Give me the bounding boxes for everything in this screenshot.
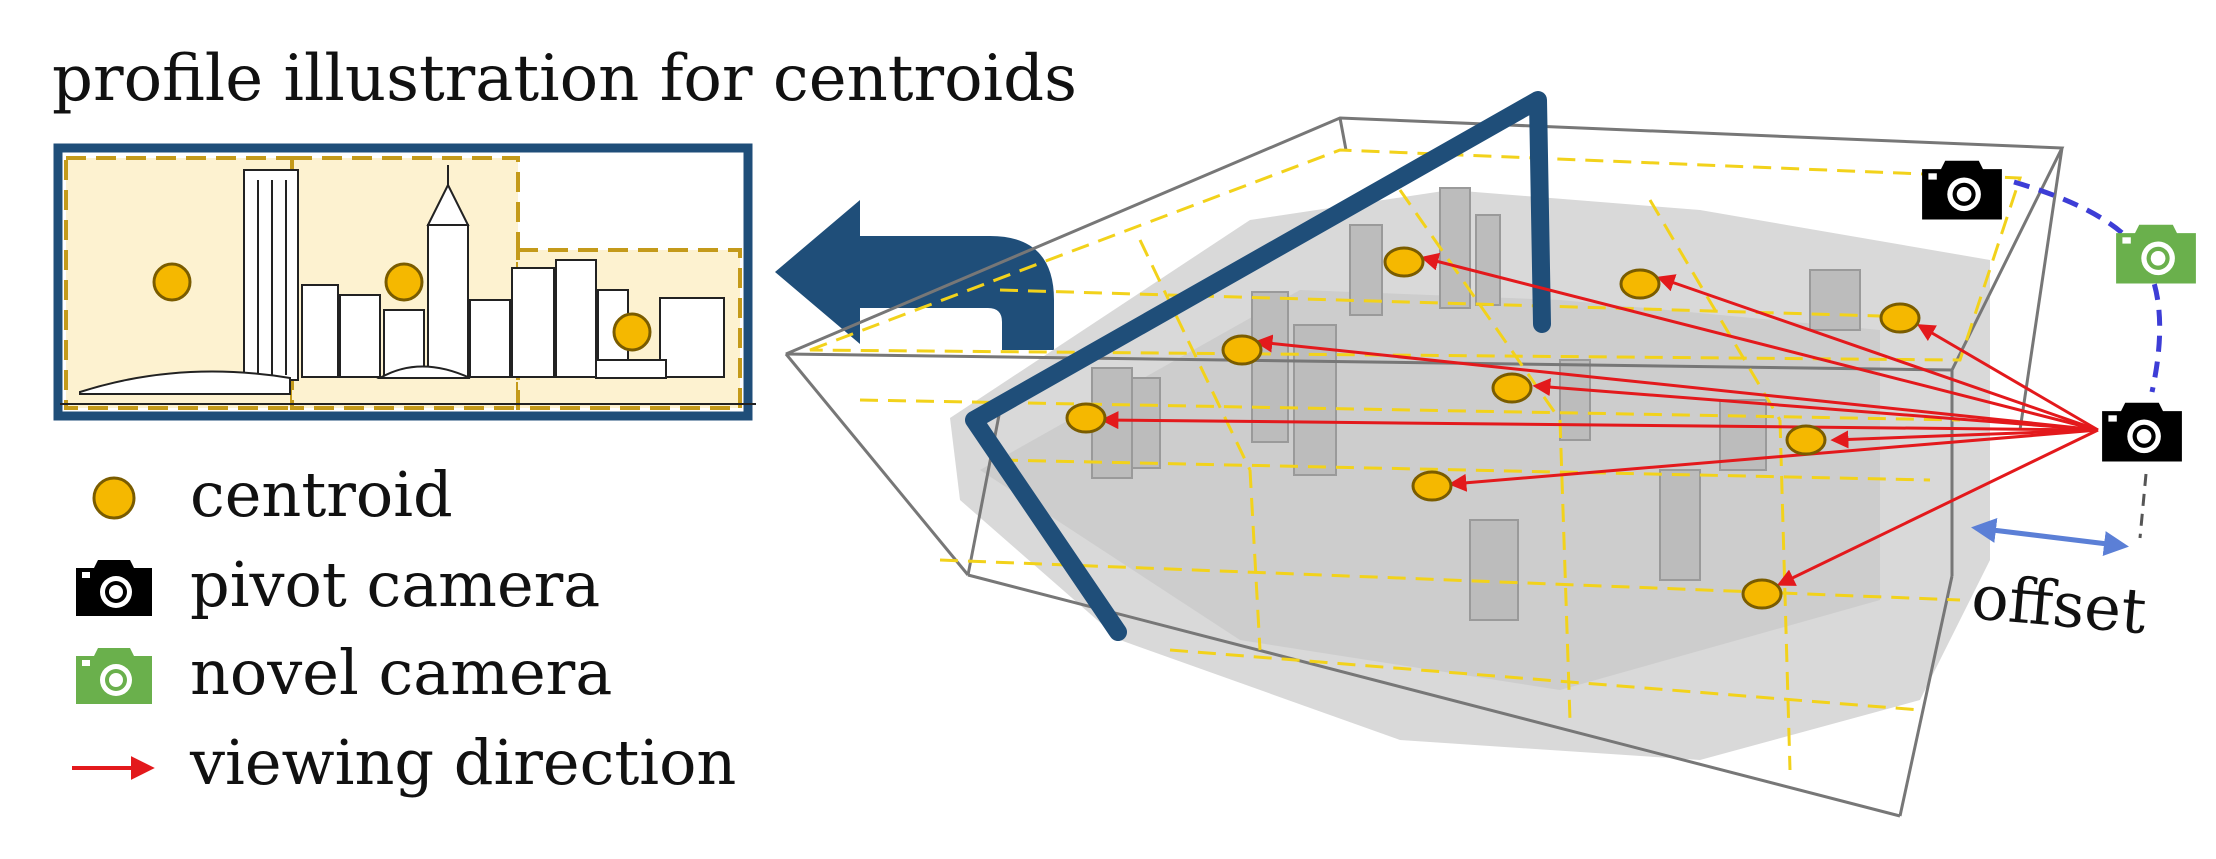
bounding-box [784, 116, 2065, 818]
legend-label-viewing-direction: viewing direction [189, 726, 736, 799]
pivot-camera-icon [2102, 402, 2182, 462]
novel-camera-scene [2116, 224, 2196, 284]
city-scene: offset [784, 91, 2196, 818]
profile-centroid-3 [612, 312, 652, 352]
legend-item-novel-camera: novel camera [76, 636, 612, 709]
legend-label-centroid: centroid [190, 458, 453, 531]
legend-item-viewing-direction: viewing direction [72, 726, 736, 799]
skyline-drawing [79, 165, 725, 395]
scene-centroid [1491, 372, 1533, 404]
profile-arrow [775, 200, 1054, 350]
pivot-camera-main [2102, 402, 2182, 462]
legend-item-pivot-camera: pivot camera [76, 548, 600, 621]
scene-centroid [1619, 268, 1661, 300]
scene-centroid [1065, 402, 1107, 434]
viewing-ray [1254, 334, 2099, 432]
legend-item-centroid: centroid [92, 458, 453, 531]
viewing-ray [1830, 428, 2099, 449]
viewing-ray [1656, 274, 2099, 432]
viewing-ray [1420, 252, 2099, 432]
viewing-ray [1916, 324, 2099, 432]
centroid-icon [92, 476, 136, 520]
pivot-camera-icon [1922, 160, 2002, 220]
profile-illustration-panel [53, 143, 756, 421]
viewing-ray [1448, 428, 2099, 492]
viewing-ray [1776, 428, 2099, 586]
scene-centroid [1741, 578, 1783, 610]
scene-centroid [1785, 424, 1827, 456]
pivot-camera-icon [76, 560, 152, 616]
scene-centroid [1411, 470, 1453, 502]
legend-label-novel-camera: novel camera [190, 636, 612, 709]
viewing-ray [1532, 378, 2099, 432]
novel-camera-icon [2116, 224, 2196, 284]
profile-centroid-1 [152, 262, 192, 302]
scene-centroid [1879, 302, 1921, 334]
viewing-ray [1100, 411, 2099, 432]
camera-arc [2013, 179, 2163, 393]
scene-centroids [1065, 246, 1921, 610]
pivot-camera-top [1922, 160, 2002, 220]
viewing-rays [1100, 252, 2099, 586]
city-buildings [1091, 187, 1861, 621]
cell-grid [809, 148, 2023, 771]
profile-centroid-2 [384, 262, 424, 302]
profile-plane [965, 91, 1551, 641]
offset-arrow [1971, 518, 2129, 556]
offset-label: offset [1969, 560, 2150, 648]
novel-camera-icon [76, 648, 152, 704]
legend-label-pivot-camera: pivot camera [190, 548, 600, 621]
legend: centroid pivot camera novel camera viewi… [72, 458, 736, 799]
camera-offset-guide [2138, 473, 2148, 539]
scene-centroid [1383, 246, 1425, 278]
scene-centroid [1221, 334, 1263, 366]
figure-title: profile illustration for centroids [52, 42, 1077, 116]
